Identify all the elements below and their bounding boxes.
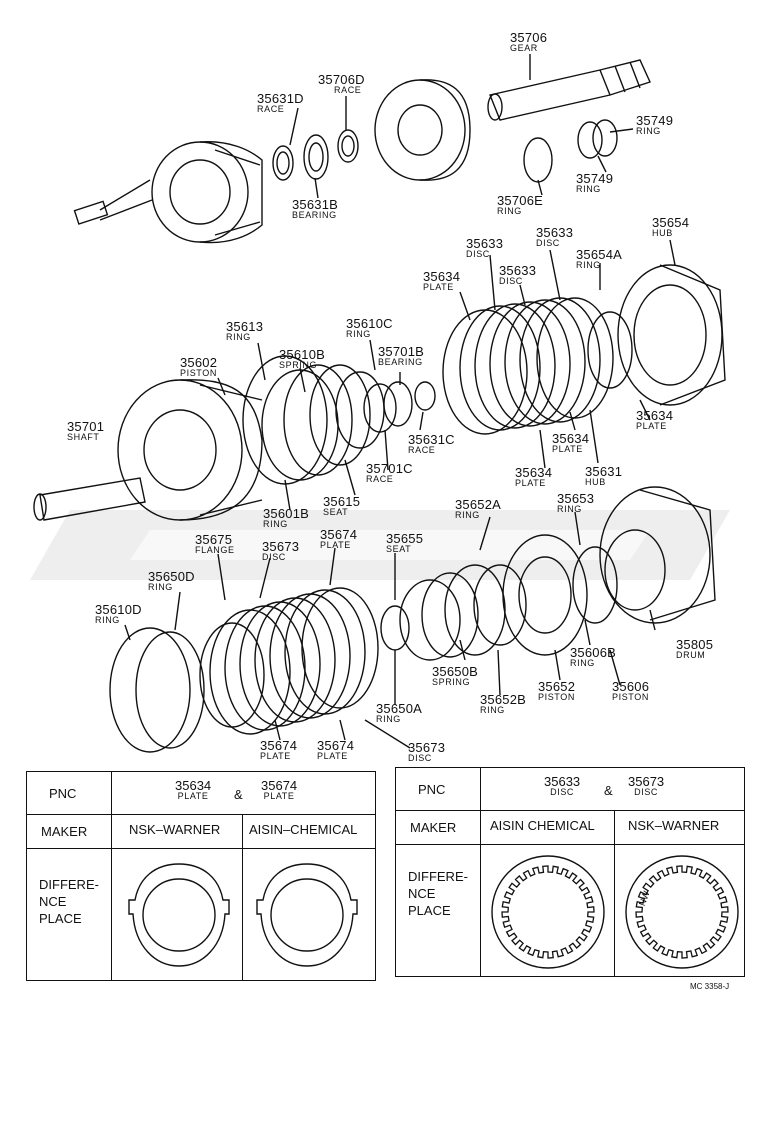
maker-aisin-chemical: AISIN CHEMICAL — [490, 818, 595, 833]
clutch-pack-upper — [442, 297, 633, 435]
shaft-piston-assembly — [33, 379, 263, 521]
spline-teeth — [635, 865, 729, 959]
maker-nsk-warner: NSK–WARNER — [129, 822, 221, 837]
difference-place-label: DIFFERE- NCE PLACE — [408, 869, 468, 918]
aisin-disc-profile — [491, 855, 605, 969]
planetary-carrier — [374, 79, 471, 181]
nsk-plate-profile — [128, 863, 230, 967]
maker-label: MAKER — [410, 820, 457, 835]
pnc-label: PNC — [418, 782, 446, 797]
nw-mark: NW — [637, 889, 652, 907]
clutch-pack-lower — [209, 587, 379, 735]
exploded-view-drawing — [33, 54, 726, 753]
ampersand: & — [234, 787, 243, 802]
spline-teeth — [501, 865, 595, 959]
maker-nsk-warner: NSK–WARNER — [628, 818, 720, 833]
nsk-disc-profile: NW — [625, 855, 739, 969]
maker-aisin-chemical: AISIN–CHEMICAL — [249, 822, 358, 837]
piston-lower — [502, 534, 588, 656]
hub-upper — [617, 264, 726, 406]
drawing-code: MC 3358-J — [690, 982, 730, 991]
input-drum-assembly — [73, 141, 263, 244]
output-gear-shaft — [487, 59, 651, 121]
aisin-plate-profile — [256, 863, 358, 967]
watermark-logo — [30, 510, 730, 580]
drum-lower — [599, 486, 716, 624]
ampersand: & — [604, 783, 613, 798]
maker-label: MAKER — [41, 824, 88, 839]
pnc-label: PNC — [49, 786, 77, 801]
difference-place-label: DIFFERE- NCE PLACE — [39, 877, 99, 926]
